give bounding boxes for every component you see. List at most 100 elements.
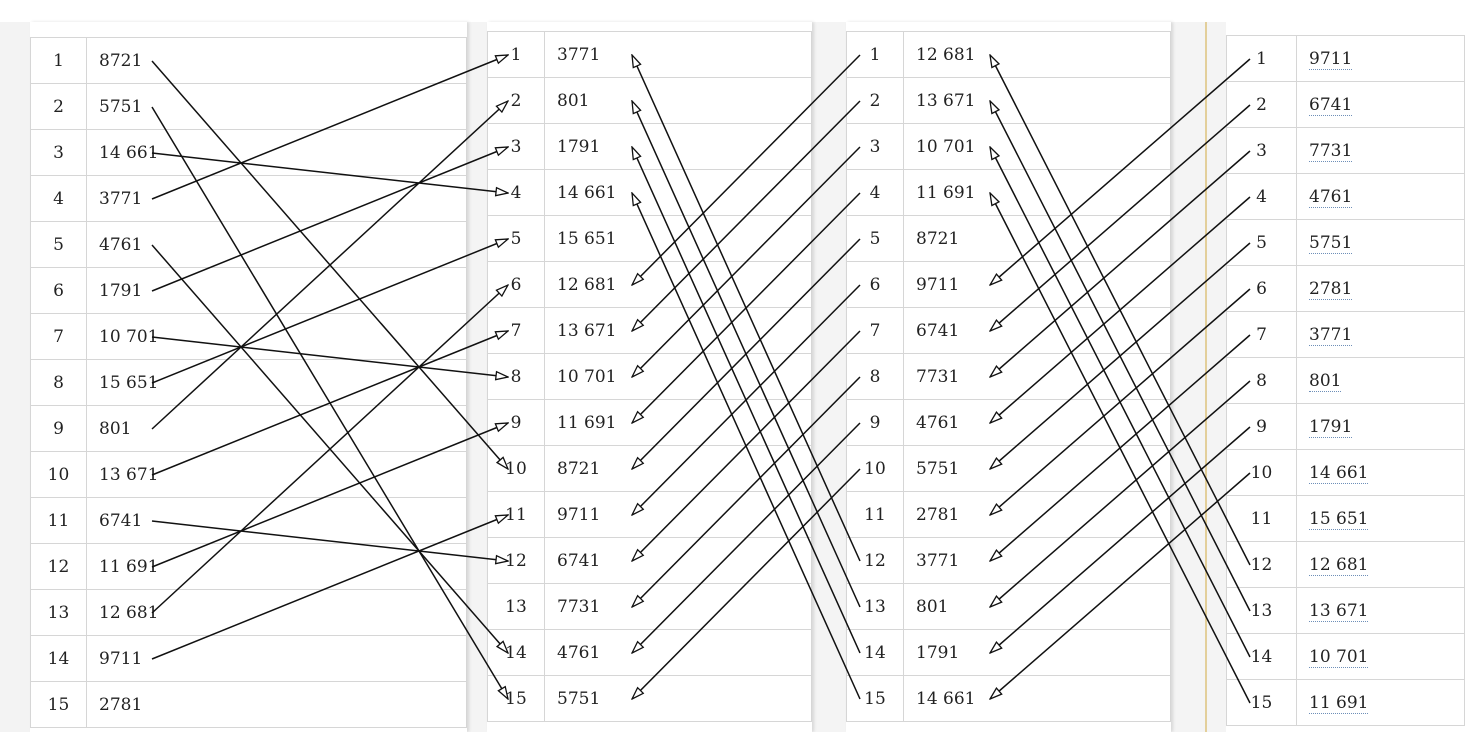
row-index: 14 bbox=[30, 635, 87, 682]
row-index: 4 bbox=[846, 169, 904, 216]
row-value-cell: 4761 bbox=[1296, 173, 1465, 220]
row-value: 12 681 bbox=[903, 31, 1171, 78]
row-value: 5751 bbox=[903, 445, 1171, 492]
row-value-cell: 2781 bbox=[1296, 265, 1465, 312]
row-value: 15 651 bbox=[86, 359, 467, 406]
row-index: 15 bbox=[846, 675, 904, 722]
top-bar bbox=[0, 0, 1465, 22]
row-value: 5751 bbox=[1309, 232, 1353, 254]
row-index: 13 bbox=[1226, 587, 1297, 634]
row-index: 5 bbox=[30, 221, 87, 268]
row-value-cell: 9711 bbox=[1296, 35, 1465, 82]
row-index: 12 bbox=[30, 543, 87, 590]
row-index: 3 bbox=[1226, 127, 1297, 174]
row-value-cell: 801 bbox=[1296, 357, 1465, 404]
page-gap-3 bbox=[1171, 22, 1226, 732]
row-value: 801 bbox=[903, 583, 1171, 630]
row-index: 8 bbox=[846, 353, 904, 400]
row-value-cell: 10 701 bbox=[1296, 633, 1465, 680]
row-value: 8721 bbox=[903, 215, 1171, 262]
row-index: 9 bbox=[30, 405, 87, 452]
row-index: 9 bbox=[1226, 403, 1297, 450]
table-row: 10 14 661 bbox=[1226, 449, 1465, 496]
row-value: 4761 bbox=[86, 221, 467, 268]
row-value: 4761 bbox=[1309, 186, 1353, 208]
row-index: 6 bbox=[30, 267, 87, 314]
row-value: 6741 bbox=[1309, 94, 1353, 116]
row-value: 8721 bbox=[86, 37, 467, 84]
row-value: 14 661 bbox=[903, 675, 1171, 722]
row-index: 1 bbox=[487, 31, 545, 78]
row-index: 6 bbox=[487, 261, 545, 308]
row-index: 2 bbox=[846, 77, 904, 124]
row-value: 9711 bbox=[544, 491, 812, 538]
row-index: 1 bbox=[30, 37, 87, 84]
row-value: 11 691 bbox=[86, 543, 467, 590]
row-value: 6741 bbox=[903, 307, 1171, 354]
row-value: 10 701 bbox=[86, 313, 467, 360]
row-value: 1791 bbox=[903, 629, 1171, 676]
row-value: 801 bbox=[1309, 370, 1342, 392]
row-index: 11 bbox=[487, 491, 545, 538]
row-value: 6741 bbox=[86, 497, 467, 544]
row-value: 3771 bbox=[903, 537, 1171, 584]
row-index: 7 bbox=[1226, 311, 1297, 358]
row-value: 1791 bbox=[544, 123, 812, 170]
row-index: 4 bbox=[30, 175, 87, 222]
row-index: 7 bbox=[846, 307, 904, 354]
row-index: 6 bbox=[1226, 265, 1297, 312]
row-value: 9711 bbox=[903, 261, 1171, 308]
row-value: 13 671 bbox=[903, 77, 1171, 124]
row-index: 10 bbox=[487, 445, 545, 492]
page-gap-1 bbox=[467, 22, 487, 732]
row-value: 11 691 bbox=[544, 399, 812, 446]
row-value: 12 681 bbox=[86, 589, 467, 636]
row-index: 15 bbox=[30, 681, 87, 728]
row-index: 10 bbox=[1226, 449, 1297, 496]
row-index: 8 bbox=[30, 359, 87, 406]
row-value-cell: 11 691 bbox=[1296, 679, 1465, 726]
row-value: 5751 bbox=[86, 83, 467, 130]
row-index: 7 bbox=[487, 307, 545, 354]
row-value: 4761 bbox=[903, 399, 1171, 446]
row-value-cell: 14 661 bbox=[1296, 449, 1465, 496]
row-value: 14 661 bbox=[544, 169, 812, 216]
row-value: 11 691 bbox=[903, 169, 1171, 216]
row-value: 14 661 bbox=[1309, 462, 1369, 484]
row-index: 2 bbox=[30, 83, 87, 130]
row-value-cell: 12 681 bbox=[1296, 541, 1465, 588]
page-gap-left bbox=[0, 22, 30, 732]
row-index: 12 bbox=[846, 537, 904, 584]
row-index: 13 bbox=[30, 589, 87, 636]
